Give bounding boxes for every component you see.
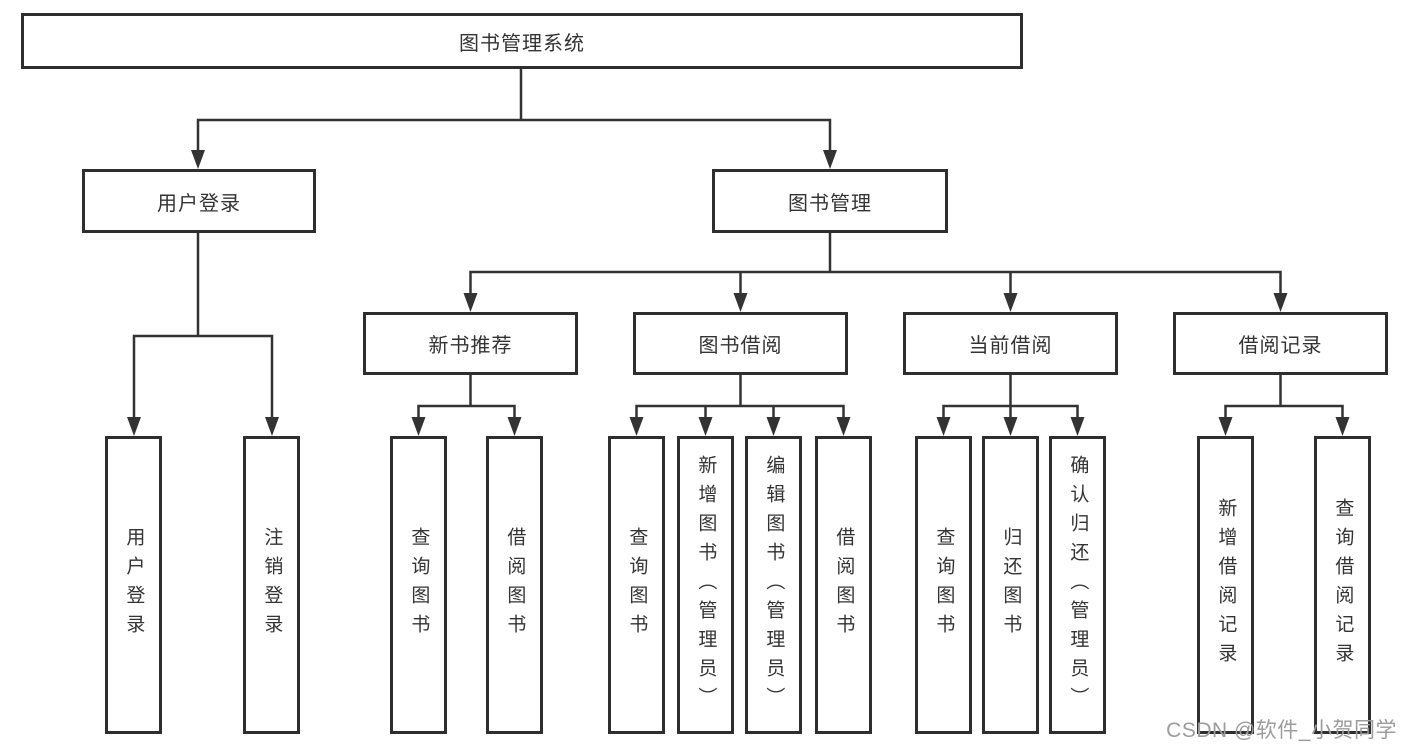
- leaf-logout: 注销登录: [243, 436, 300, 734]
- leaf-edit-book-admin: 编辑图书（管理员）: [745, 436, 802, 734]
- csdn-watermark: CSDN @软件_小贺同学: [1166, 719, 1397, 742]
- leaf-label: 用户登录: [123, 527, 145, 643]
- tree-edges: [132, 69, 1344, 419]
- node-label: 新书推荐: [428, 335, 513, 357]
- leaf-label: 确认归还（管理员）: [1067, 454, 1089, 716]
- leaf-query-books-recommend: 查询图书: [390, 436, 447, 734]
- leaf-label: 借阅图书: [833, 527, 855, 643]
- node-book-borrowing: 图书借阅: [633, 312, 848, 375]
- arrowhead-icons: [127, 150, 1350, 436]
- leaf-label: 注销登录: [261, 527, 283, 643]
- leaf-add-book-admin: 新增图书（管理员）: [677, 436, 734, 734]
- leaf-confirm-return-admin: 确认归还（管理员）: [1049, 436, 1106, 734]
- leaf-label: 借阅图书: [504, 527, 526, 643]
- leaf-return-books: 归还图书: [982, 436, 1039, 734]
- leaf-add-borrow-record: 新增借阅记录: [1197, 436, 1254, 734]
- node-label: 当前借阅: [968, 335, 1053, 357]
- node-library-management-system: 图书管理系统: [21, 13, 1023, 69]
- leaf-user-login: 用户登录: [105, 436, 162, 734]
- leaf-label: 编辑图书（管理员）: [763, 454, 785, 716]
- node-new-book-recommendation: 新书推荐: [363, 312, 578, 375]
- leaf-query-books-borrowing: 查询图书: [608, 436, 665, 734]
- node-current-borrowing: 当前借阅: [903, 312, 1118, 375]
- node-borrowing-records: 借阅记录: [1173, 312, 1388, 375]
- leaf-borrow-books-borrowing: 借阅图书: [815, 436, 872, 734]
- node-label: 用户登录: [157, 192, 241, 215]
- node-book-management: 图书管理: [712, 169, 948, 233]
- node-label: 借阅记录: [1238, 335, 1323, 357]
- leaf-label: 新增借阅记录: [1215, 498, 1237, 672]
- leaf-label: 查询图书: [626, 527, 648, 643]
- leaf-label: 查询图书: [408, 527, 430, 643]
- leaf-label: 新增图书（管理员）: [695, 454, 717, 716]
- leaf-borrow-books-recommend: 借阅图书: [486, 436, 543, 734]
- node-user-login: 用户登录: [82, 169, 316, 233]
- leaf-label: 查询借阅记录: [1332, 498, 1354, 672]
- node-label: 图书管理系统: [459, 32, 585, 55]
- leaf-label: 查询图书: [933, 527, 955, 643]
- node-label: 图书管理: [788, 192, 872, 215]
- leaf-query-borrow-record: 查询借阅记录: [1314, 436, 1371, 734]
- leaf-query-books-current: 查询图书: [915, 436, 972, 734]
- node-label: 图书借阅: [698, 335, 783, 357]
- leaf-label: 归还图书: [1000, 527, 1022, 643]
